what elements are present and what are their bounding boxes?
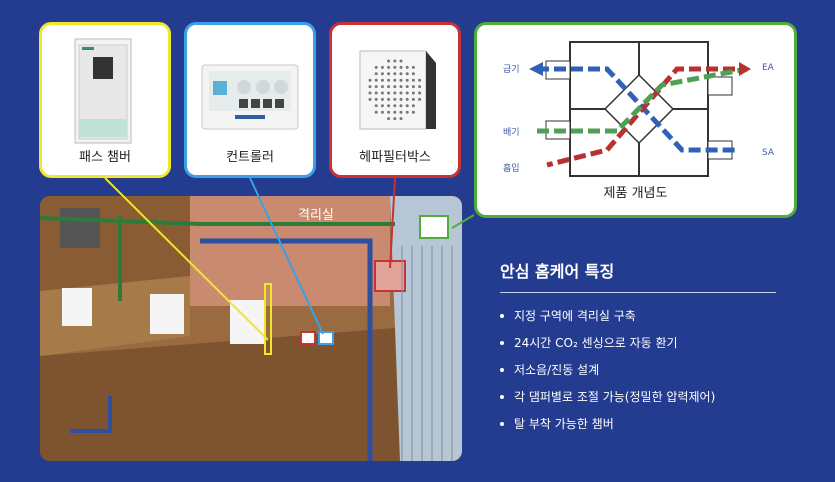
controller-label: 컨트롤러: [226, 150, 274, 165]
concept-label-exhaust: 배기: [503, 128, 520, 138]
bullet-icon: [500, 340, 504, 345]
controller-card[interactable]: 컨트롤러: [184, 22, 316, 178]
pass-chamber-label: 패스 챔버: [79, 150, 131, 165]
features-divider: [500, 292, 776, 293]
features-title: 안심 홈케어 특징: [500, 262, 615, 281]
concept-label-supply: 급기: [503, 65, 520, 75]
features-panel: 안심 홈케어 특징 지정 구역에 격리실 구축 24시간 CO₂ 센싱으로 자동…: [500, 258, 776, 442]
hepa-filter-box-label: 헤파필터박스: [359, 150, 431, 165]
hepa-filter-box-image: [359, 50, 436, 130]
pass-chamber-card[interactable]: 패스 챔버: [39, 22, 171, 178]
isolation-room-label: 격리실: [298, 208, 334, 223]
house-scene-illustration: 격리실: [40, 196, 462, 461]
concept-label-intake: 흡입: [503, 164, 520, 174]
controller-image: [201, 64, 299, 130]
bullet-icon: [500, 394, 504, 399]
concept-label-ea: EA: [762, 63, 774, 73]
bullet-icon: [500, 367, 504, 372]
pass-chamber-image: [74, 38, 132, 144]
feature-item: 저소음/진동 설계: [500, 361, 776, 378]
feature-item: 각 댐퍼별로 조절 가능(정밀한 압력제어): [500, 388, 776, 405]
feature-item: 지정 구역에 격리실 구축: [500, 307, 776, 324]
concept-title: 제품 개념도: [603, 186, 668, 201]
concept-diagram-card[interactable]: 급기 배기 흡입 EA SA 제품 개념도: [474, 22, 797, 218]
feature-item: 탈 부착 가능한 챔버: [500, 415, 776, 432]
concept-label-sa: SA: [762, 148, 775, 158]
feature-item: 24시간 CO₂ 센싱으로 자동 환기: [500, 334, 776, 351]
bullet-icon: [500, 421, 504, 426]
concept-diagram: [529, 41, 751, 177]
hepa-filter-box-card[interactable]: 헤파필터박스: [329, 22, 461, 178]
bullet-icon: [500, 313, 504, 318]
